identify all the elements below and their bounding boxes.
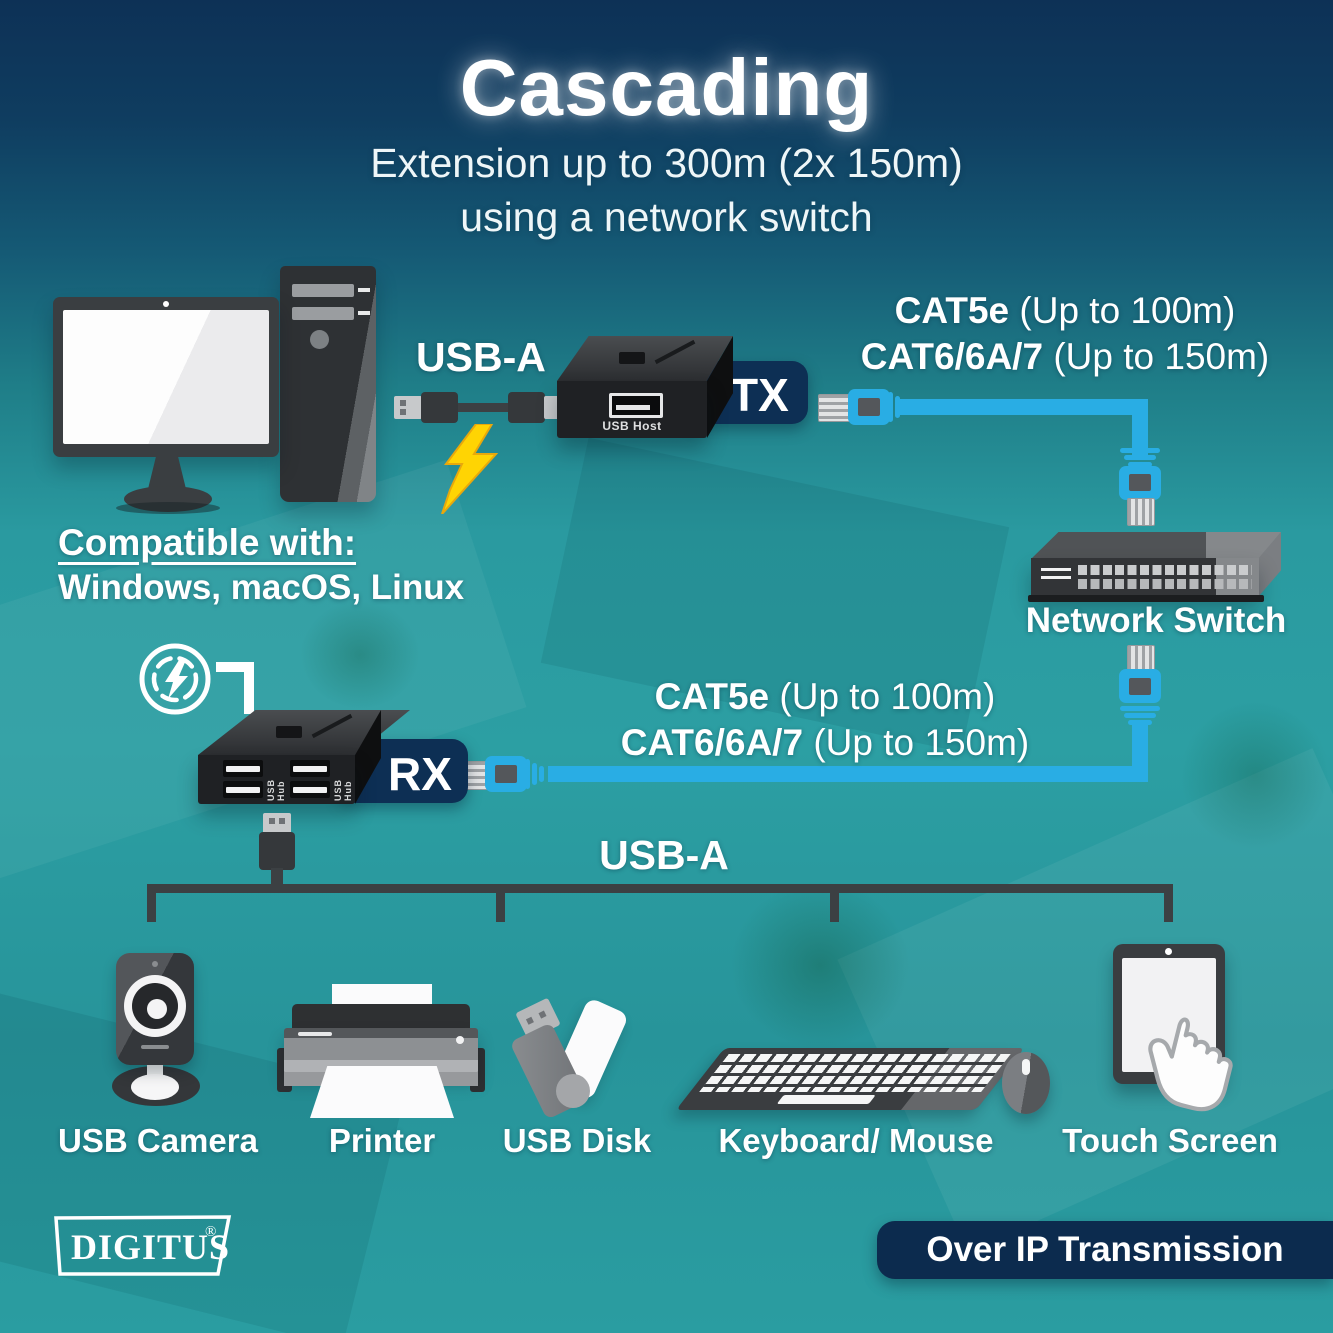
cat-mid-line2: CAT6/6A/7 (Up to 150m): [620, 722, 1030, 763]
background-plant: [300, 600, 420, 710]
usb-hub-port: [290, 760, 330, 777]
background-plant: [730, 880, 910, 1050]
over-ip-badge-label: Over IP Transmission: [926, 1230, 1284, 1269]
computer-tower-icon: [280, 266, 376, 502]
keyboard-keys: [699, 1054, 1011, 1092]
ethernet-cable-mid: [548, 766, 1148, 782]
power-line: [244, 662, 254, 714]
power-line: [216, 662, 254, 672]
device-label: Printer: [328, 1122, 436, 1159]
ethernet-cable-mid-vertical: [1132, 724, 1148, 776]
ethernet-cable-top-vertical: [1132, 404, 1148, 456]
device-label: USB Disk: [502, 1122, 652, 1159]
usb-plug-right-body: [508, 392, 545, 423]
rj45-plug-body: [1119, 466, 1161, 500]
usb-camera-base: [131, 1074, 179, 1100]
usb-plug-metal: [263, 813, 291, 834]
usb-a-bottom-label: USB-A: [599, 832, 729, 878]
device-label: Keyboard/ Mouse: [718, 1122, 994, 1159]
usb-bus-drop: [1164, 884, 1173, 922]
rx-badge-label: RX: [388, 748, 452, 800]
rj45-plug-body: [1119, 669, 1161, 703]
usb-hub-label: USB Hub: [333, 778, 353, 801]
page-title: Cascading: [459, 43, 874, 132]
device-label: Touch Screen: [1062, 1122, 1278, 1159]
usb-hub-port: [290, 781, 330, 798]
mouse-icon: [1002, 1052, 1050, 1114]
usb-bus: [147, 884, 1173, 893]
usb-bus-drop: [147, 884, 156, 922]
usb-cable-drop: [271, 868, 283, 888]
monitor-stand: [148, 455, 186, 489]
background-shape: [837, 748, 1333, 1252]
brand-registered-mark: ®: [205, 1224, 216, 1240]
rj45-plug-metal: [1127, 498, 1155, 526]
usb-hub-port: [223, 760, 263, 777]
tx-box-front: USB Host: [557, 381, 707, 438]
usb-host-label: USB Host: [602, 419, 662, 433]
printer-paper-out: [310, 1066, 454, 1118]
network-switch-lip: [1028, 595, 1264, 602]
cat-top-line2: CAT6/6A/7 (Up to 150m): [860, 336, 1270, 377]
network-switch-front: [1031, 558, 1259, 596]
rj45-plug-body: [848, 389, 890, 425]
lightning-bolt-icon: [441, 424, 499, 514]
cat-top-line1: CAT5e (Up to 100m): [894, 290, 1236, 331]
compatible-heading: Compatible with:: [58, 522, 357, 563]
monitor-icon: [53, 297, 279, 457]
network-switch-top: [1031, 532, 1281, 559]
brand-logo: DIGITUS ®: [54, 1215, 232, 1276]
rj45-plug-metal: [1127, 645, 1155, 673]
brand-name: DIGITUS: [71, 1227, 230, 1267]
rj45-plug-metal: [818, 394, 852, 422]
switch-port-row: [1078, 579, 1252, 589]
subtitle-line1: Extension up to 300m (2x 150m): [370, 140, 963, 186]
subtitle-line2: using a network switch: [460, 194, 873, 240]
usb-cable-top: [450, 403, 520, 412]
usb-disk-hinge: [556, 1074, 590, 1108]
rj45-plug-body: [485, 756, 527, 792]
switch-port-row: [1078, 565, 1252, 575]
over-ip-badge: Over IP Transmission: [877, 1221, 1333, 1279]
usb-a-top-label: USB-A: [416, 334, 546, 380]
usb-bus-drop: [830, 884, 839, 922]
usb-bus-drop: [496, 884, 505, 922]
monitor-base-shadow: [116, 502, 220, 514]
compatible-systems: Windows, macOS, Linux: [58, 568, 465, 607]
usb-plug-left-body: [421, 392, 458, 423]
power-surge-icon: [139, 643, 211, 715]
printer-top-bar: [292, 1004, 470, 1030]
usb-plug-body: [259, 832, 295, 870]
device-label: USB Camera: [58, 1122, 258, 1159]
usb-plug-left-metal: [394, 396, 422, 419]
background-plant: [1180, 700, 1330, 850]
touch-hand-icon: [1148, 1017, 1233, 1112]
tx-box-top: [557, 336, 733, 381]
cat-mid-line1: CAT5e (Up to 100m): [654, 676, 996, 717]
rx-box-front: USB Hub USB Hub: [198, 755, 355, 804]
tx-badge-label: TX: [730, 369, 789, 421]
monitor-base: [124, 486, 212, 512]
keyboard-icon: [676, 1048, 1025, 1110]
usb-host-port: [609, 393, 663, 418]
network-switch-label: Network Switch: [1025, 601, 1287, 640]
ethernet-cable-top: [898, 399, 1148, 415]
usb-hub-label: USB Hub: [266, 778, 286, 801]
usb-camera-icon: [116, 953, 194, 1065]
usb-hub-port: [223, 781, 263, 798]
